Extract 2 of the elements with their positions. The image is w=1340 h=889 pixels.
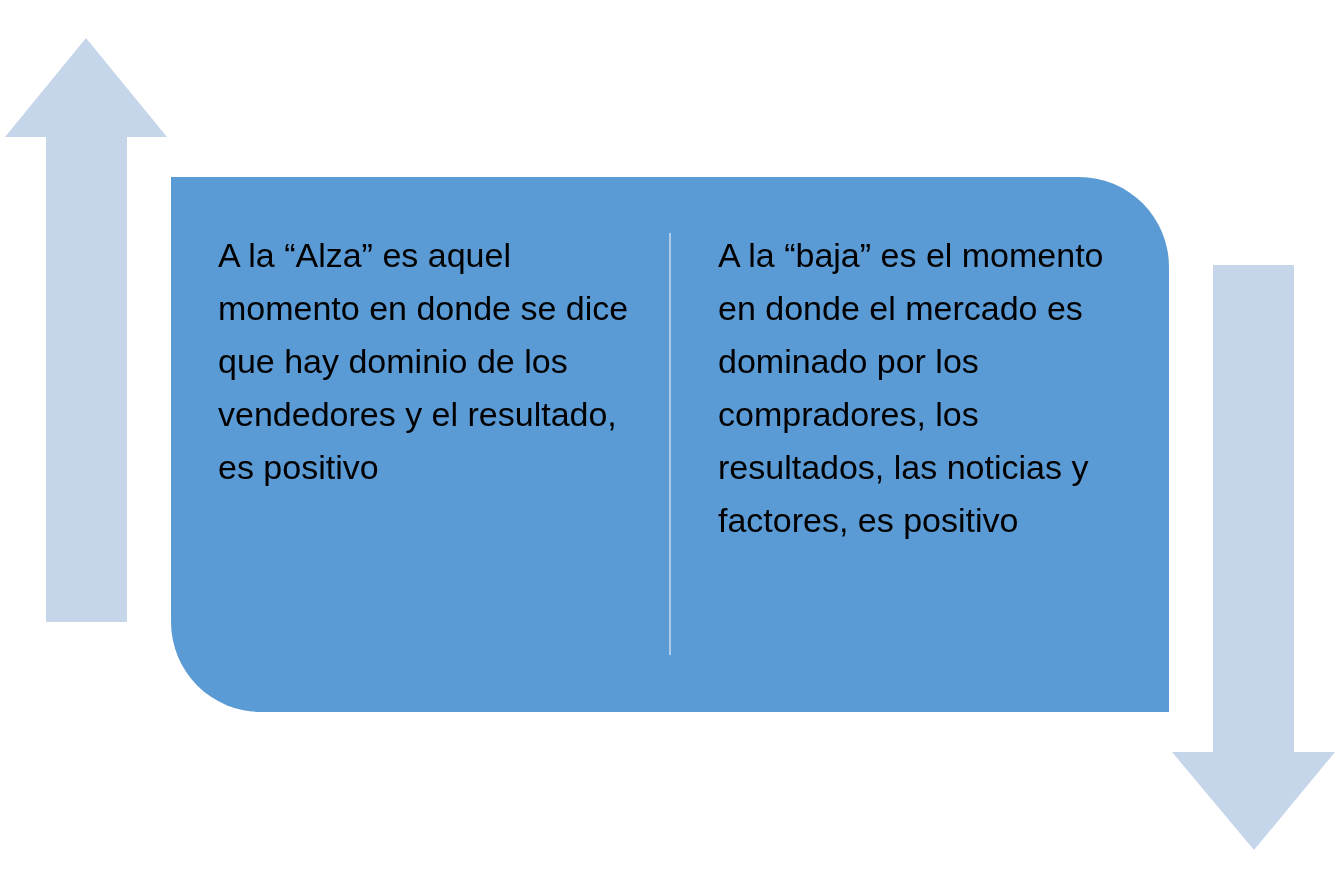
description-text: A la “baja” es el momento en donde el mercado es dominado por los compradores, los resultados, las noticias y factores, es positivo (718, 235, 1105, 541)
description-text: A la “Alza” es aquel momento en donde se dice que hay dominio de los vendedores y el resultado, es positivo (218, 235, 630, 488)
